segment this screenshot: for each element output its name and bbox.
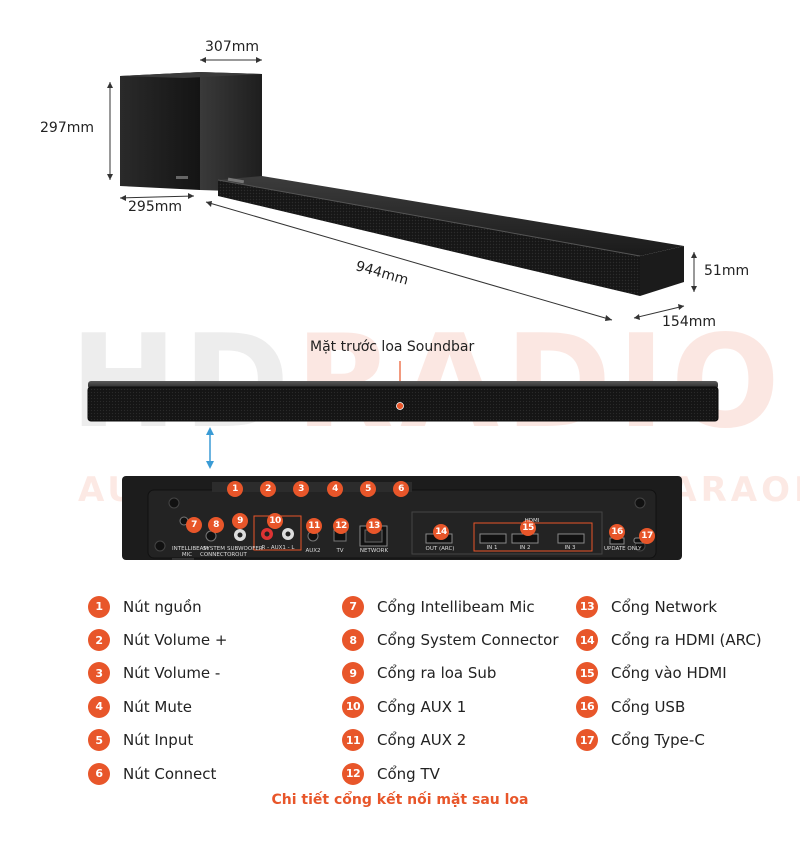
number-badge: 3 (88, 662, 110, 685)
subwoofer-illustration (120, 72, 262, 192)
rear-panel: 1 2 3 4 5 6 7 8 9 10 11 12 13 14 15 16 1… (122, 476, 682, 560)
port-label-hdmi: HDMI (524, 518, 540, 524)
port-label-subwoofer-out: SUBWOOFER OUT (227, 546, 263, 558)
bar-height-label: 51mm (704, 263, 750, 279)
number-badge: 2 (88, 629, 110, 652)
port-badge-16: 16 (609, 524, 625, 540)
port-badge-15: 15 (520, 520, 536, 536)
port-label-aux1: R - AUX1 - L (261, 545, 295, 551)
port-label-network: NETWORK (359, 548, 389, 554)
number-badge: 13 (576, 595, 598, 618)
dimension-lines (109, 59, 695, 321)
number-badge: 15 (576, 662, 598, 685)
port-badge-13: 13 (366, 518, 382, 534)
port-badge-8: 8 (208, 517, 224, 533)
port-badge-9: 9 (232, 513, 248, 529)
sub-height-label: 297mm (40, 120, 94, 136)
soundbar-illustration (217, 176, 684, 296)
number-badge: 9 (342, 662, 364, 685)
button-badge-5: 5 (360, 481, 376, 497)
port-label-system-connector: SYSTEM CONNECTOR (200, 546, 236, 558)
port-label-in1: IN 1 (486, 545, 498, 551)
port-badge-11: 11 (306, 518, 322, 534)
number-badge: 11 (342, 729, 364, 752)
port-badge-14: 14 (433, 524, 449, 540)
button-badge-4: 4 (327, 481, 343, 497)
port-badge-7: 7 (186, 517, 202, 533)
button-badge-3: 3 (293, 481, 309, 497)
port-label-intellibeam-mic: INTELLIBEAM MIC (172, 546, 209, 558)
number-badge: 5 (88, 729, 110, 752)
soundbar-front-view (87, 361, 719, 469)
port-label-in2: IN 2 (519, 545, 531, 551)
port-badge-10: 10 (267, 513, 283, 529)
product-illustration (107, 57, 697, 321)
sub-width-label: 307mm (205, 39, 259, 55)
number-badge: 8 (342, 629, 364, 652)
port-label-tv: TV (336, 548, 344, 554)
port-label-aux2: AUX2 (305, 548, 321, 554)
port-badge-12: 12 (333, 518, 349, 534)
port-badge-17: 17 (639, 528, 655, 544)
button-badge-1: 1 (227, 481, 243, 497)
button-badge-6: 6 (393, 481, 409, 497)
number-badge: 14 (576, 629, 598, 652)
port-label-hdmi-out: OUT (ARC) (425, 546, 455, 552)
number-badge: 4 (88, 695, 110, 718)
bar-depth-label: 154mm (662, 314, 716, 330)
number-badge: 17 (576, 729, 598, 752)
front-label: Mặt trước loa Soundbar (310, 339, 475, 355)
sub-depth-label: 295mm (128, 199, 182, 215)
port-label-update-only: UPDATE ONLY (604, 546, 642, 552)
number-badge: 12 (342, 762, 364, 785)
number-badge: 16 (576, 695, 598, 718)
number-badge: 6 (88, 762, 110, 785)
figure-caption: Chi tiết cổng kết nối mặt sau loa (271, 792, 529, 808)
number-badge: 7 (342, 595, 364, 618)
port-label-in3: IN 3 (564, 545, 576, 551)
number-badge: 1 (88, 595, 110, 618)
number-badge: 10 (342, 695, 364, 718)
button-badge-2: 2 (260, 481, 276, 497)
